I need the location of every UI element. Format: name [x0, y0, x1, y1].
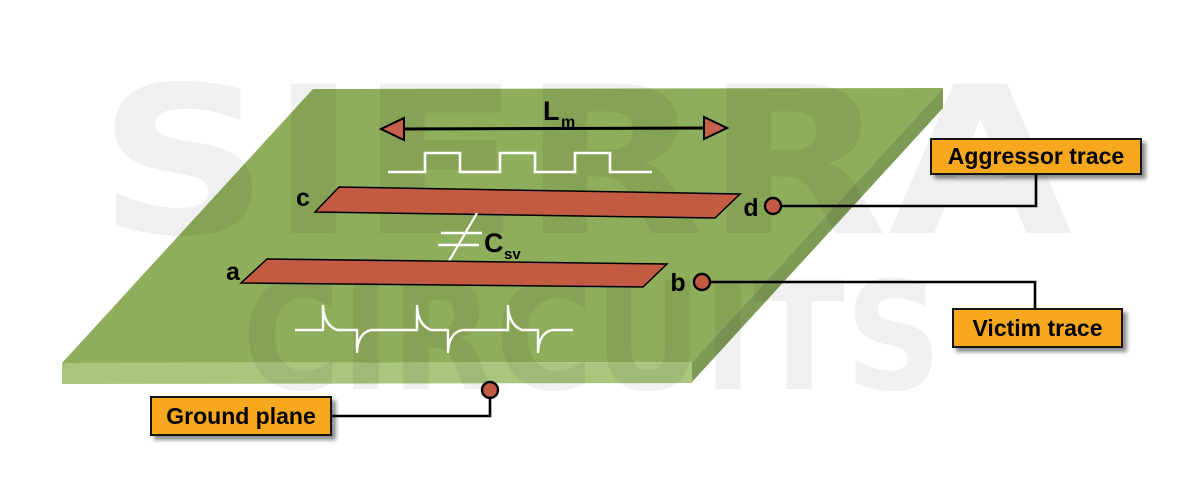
- terminal-dot-b: [692, 272, 712, 292]
- victim-callout-line: [710, 280, 1037, 308]
- capacitor-lead-line: [448, 212, 478, 262]
- point-label-a: a: [226, 258, 241, 286]
- victim-trace-callout-label: Victim trace: [972, 314, 1103, 341]
- lm-dimension-arrow: L m: [378, 96, 730, 142]
- ground-callout-line: [332, 395, 492, 418]
- aggressor-square-wave: [388, 151, 652, 174]
- terminal-dot-ground: [480, 380, 500, 400]
- aggressor-trace-callout-label: Aggressor trace: [947, 143, 1125, 169]
- csv-symbol-main: C: [484, 228, 504, 258]
- point-label-d: d: [743, 194, 758, 222]
- aggressor-callout-line: [781, 175, 1038, 208]
- ground-plane-callout-label: Ground plane: [166, 402, 316, 429]
- lm-symbol-main: L: [543, 96, 560, 126]
- lm-arrow-shaft: [397, 126, 711, 131]
- ground-plane-board: [62, 88, 943, 384]
- board-front-face: [62, 362, 692, 384]
- aggressor-trace-callout: Aggressor trace: [930, 138, 1142, 175]
- victim-trace: [239, 258, 669, 288]
- lm-symbol-subscript: m: [561, 114, 575, 131]
- board-top-face: [62, 88, 943, 363]
- point-label-b: b: [670, 269, 685, 297]
- coupling-capacitance-symbol: C sv: [438, 212, 521, 263]
- lm-arrowhead-right-icon: [703, 115, 730, 141]
- point-label-c: c: [296, 184, 310, 212]
- ground-plane-callout: Ground plane: [150, 396, 332, 436]
- watermark-line-1: SIERRA: [98, 44, 1073, 282]
- lm-arrowhead-left-icon: [378, 116, 405, 142]
- board-right-side-face: [692, 88, 943, 382]
- terminal-dot-d: [763, 196, 783, 216]
- csv-symbol-subscript: sv: [504, 246, 521, 263]
- victim-noise-spike-wave: [295, 304, 573, 354]
- victim-trace-callout: Victim trace: [952, 308, 1123, 348]
- aggressor-trace: [313, 186, 742, 219]
